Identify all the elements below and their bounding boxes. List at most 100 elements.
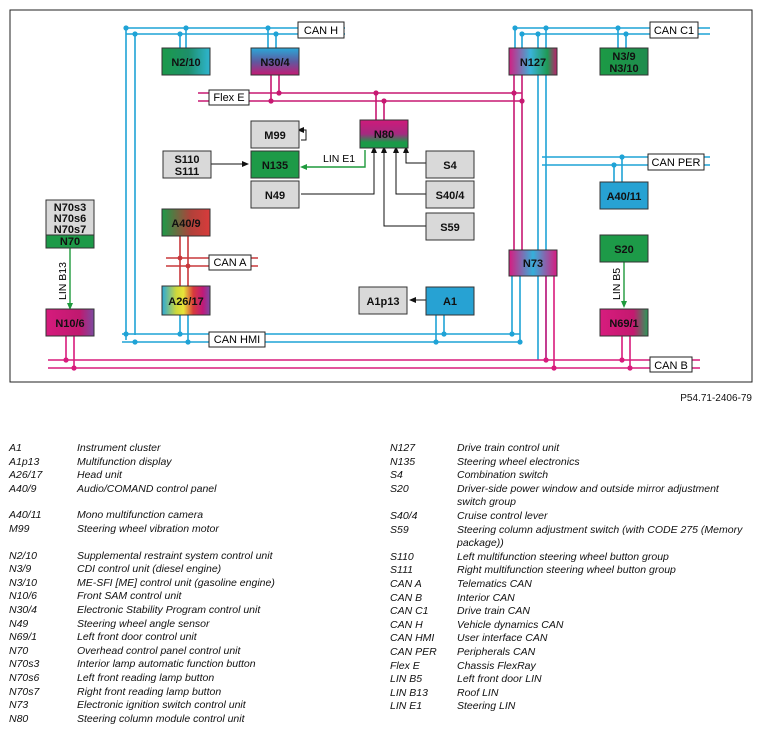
legend-description: CDI control unit (diesel engine) [77, 563, 222, 576]
can-b-bus [48, 276, 700, 369]
legend-description: Interior lamp automatic function button [77, 658, 256, 671]
legend-description: Head unit [77, 469, 122, 482]
legend-description: Chassis FlexRay [457, 659, 536, 672]
legend-description: Electronic ignition switch control unit [77, 699, 246, 712]
legend-code: N135 [390, 455, 416, 468]
flex-e-bus [198, 75, 523, 250]
legend-description: Electronic Stability Program control uni… [77, 603, 261, 616]
can-a-label: CAN A [213, 257, 247, 269]
legend-code: S59 [390, 523, 409, 536]
module-a40-11-label: A40/11 [607, 191, 642, 203]
module-s20-label: S20 [614, 244, 634, 256]
module-n3-10-label: N3/10 [609, 63, 638, 75]
legend-code: N69/1 [9, 631, 38, 644]
can-per-label: CAN PER [652, 157, 701, 169]
module-n73-label: N73 [523, 258, 543, 270]
legend-description: Right front reading lamp button [77, 685, 222, 698]
can-b-label: CAN B [654, 360, 688, 372]
module-a40-9-label: A40/9 [171, 218, 200, 230]
legend-description: Left front door LIN [457, 673, 542, 686]
legend-code: S4 [390, 469, 403, 482]
module-m99[interactable]: M99 [250, 120, 300, 149]
module-n80-label: N80 [374, 129, 394, 141]
module-a1p13[interactable]: A1p13 [358, 286, 408, 315]
module-n69-1-label: N69/1 [609, 318, 638, 330]
legend-code: S111 [390, 564, 413, 577]
module-n10-6-label: N10/6 [55, 318, 84, 330]
legend-description: Peripherals CAN [457, 645, 536, 658]
module-n30-4[interactable]: N30/4 [250, 47, 300, 76]
legend-description: Audio/COMAND control panel [77, 482, 217, 495]
lin-e1-line [304, 150, 366, 168]
flex-e-label: Flex E [213, 92, 244, 104]
legend-description: Drive train CAN [457, 605, 530, 618]
module-n70[interactable]: N70s3 N70s6 N70s7 N70 [45, 199, 95, 249]
module-n73[interactable]: N73 [508, 249, 558, 277]
legend-row: N70s6 Left front reading lamp button [9, 672, 339, 686]
module-n49[interactable]: N49 [250, 180, 300, 209]
legend-description: Cruise control lever [457, 509, 548, 522]
legend-code: CAN H [390, 618, 423, 631]
module-n3-9-n3-10[interactable]: N3/9 N3/10 [599, 47, 649, 76]
legend-row: N73 Electronic ignition switch control un… [9, 699, 339, 713]
legend-description: Steering column module control unit [77, 712, 245, 725]
module-s20[interactable]: S20 [599, 234, 649, 263]
module-n80[interactable]: N80 [359, 119, 409, 149]
module-s110-s111[interactable]: S110 S111 [162, 150, 212, 179]
module-a26-17[interactable]: A26/17 [161, 285, 211, 316]
module-a1[interactable]: A1 [425, 286, 475, 316]
module-s40-4[interactable]: S40/4 [425, 180, 475, 209]
module-n10-6[interactable]: N10/6 [45, 308, 95, 337]
can-hmi-label: CAN HMI [214, 334, 260, 346]
module-a40-11[interactable]: A40/11 [599, 181, 649, 210]
legend-description: Steering wheel vibration motor [77, 522, 219, 535]
legend-description: Left multifunction steering wheel button… [457, 550, 669, 563]
module-n70s3-label: N70s3 [54, 202, 86, 214]
module-n135[interactable]: N135 [250, 150, 300, 179]
legend-code: N70s6 [9, 671, 40, 684]
module-n2-10[interactable]: N2/10 [161, 47, 211, 76]
legend-description: Roof LIN [457, 686, 499, 699]
module-a1p13-label: A1p13 [366, 296, 399, 308]
legend-description: Vehicle dynamics CAN [457, 618, 564, 631]
legend-code: N3/10 [9, 576, 38, 589]
module-n69-1[interactable]: N69/1 [599, 308, 649, 337]
legend-description: Mono multifunction camera [77, 509, 204, 522]
module-a40-9[interactable]: A40/9 [161, 208, 211, 237]
can-h-label: CAN H [304, 25, 338, 37]
legend-code: S20 [390, 482, 409, 495]
module-s59[interactable]: S59 [425, 212, 475, 241]
legend-code: N80 [9, 712, 29, 725]
legend-description: Instrument cluster [77, 442, 161, 454]
legend-code: N73 [9, 699, 29, 712]
legend-code: N70s7 [9, 685, 40, 698]
legend-row: N70s7 Right front reading lamp button [9, 686, 339, 700]
module-s4[interactable]: S4 [425, 150, 475, 179]
module-n127-label: N127 [520, 57, 546, 69]
legend-code: CAN B [390, 591, 423, 604]
legend-description: Front SAM control unit [77, 590, 182, 603]
legend-code: A1p13 [9, 455, 40, 468]
legend-row: CAN H Vehicle dynamics CAN [390, 619, 750, 633]
module-n127[interactable]: N127 [508, 47, 558, 76]
legend-description: Left front reading lamp button [77, 671, 215, 684]
module-n2-10-label: N2/10 [171, 57, 200, 69]
module-a26-17-label: A26/17 [168, 296, 203, 308]
